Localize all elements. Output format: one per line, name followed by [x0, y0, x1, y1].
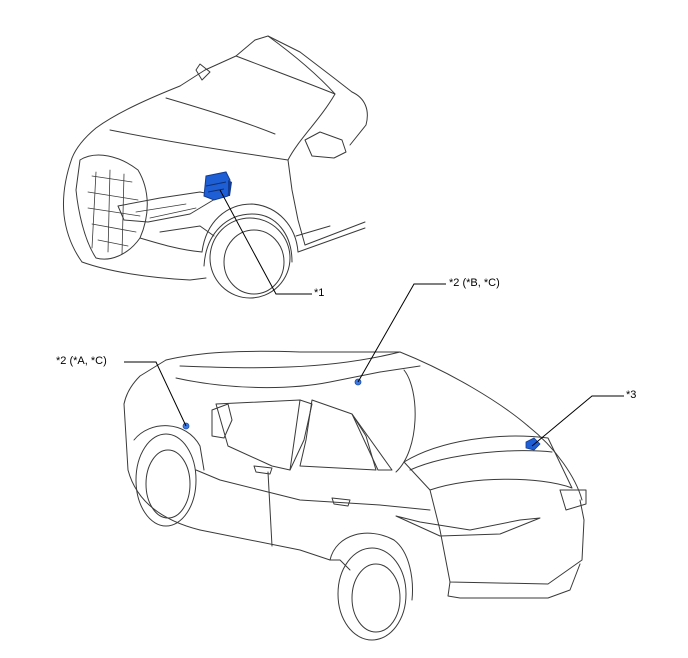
leader-line-1	[219, 189, 312, 295]
leader-lines	[124, 189, 624, 447]
component-1-ecu	[203, 171, 232, 201]
leader-line-2-bc	[357, 283, 446, 383]
callout-2-ac-label: *2 (*A, *C)	[56, 355, 107, 367]
callout-3-label: *3	[626, 389, 637, 401]
car-rear-illustration	[123, 350, 587, 641]
leader-line-3	[531, 395, 624, 447]
component-3-rear	[525, 437, 541, 451]
leader-line-2-ac	[124, 361, 187, 427]
callout-2-bc-label: *2 (*B, *C)	[449, 277, 500, 289]
callout-1-label: *1	[314, 287, 325, 299]
car-front-illustration	[63, 35, 368, 299]
